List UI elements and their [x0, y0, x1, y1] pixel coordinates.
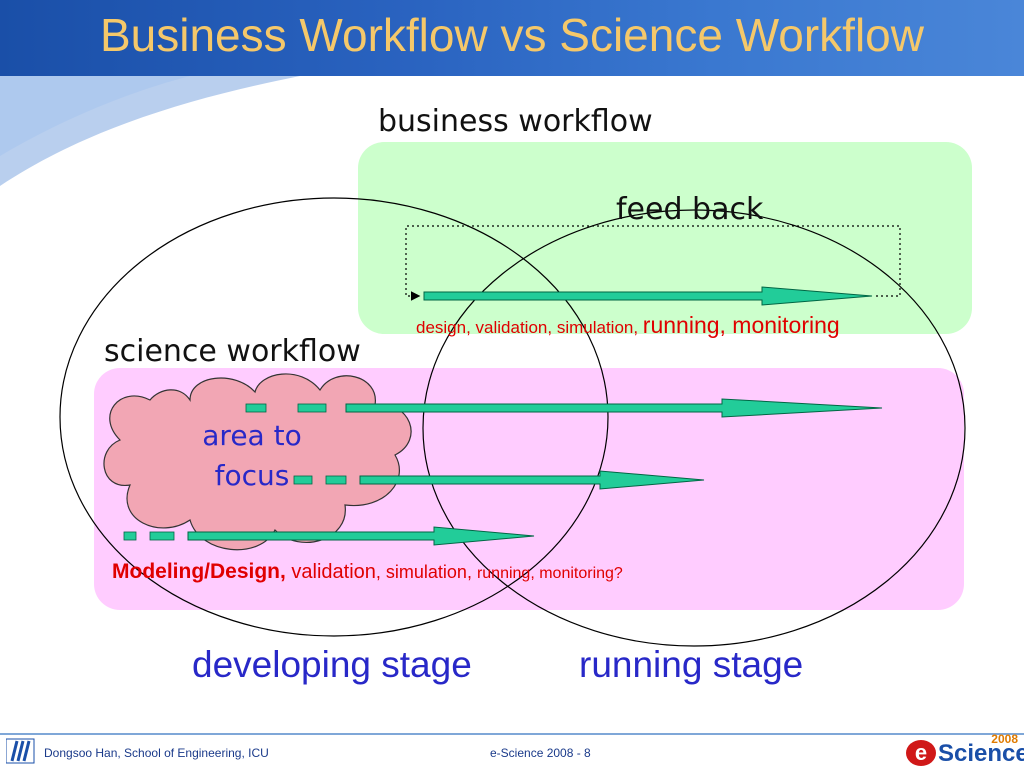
science-arrow-top [245, 398, 883, 418]
footer-page-number: e-Science 2008 - 8 [490, 746, 591, 760]
business-steps-line: design, validation, simulation, running,… [416, 312, 840, 339]
science-steps-running: running, monitoring? [476, 565, 623, 582]
science-steps-validation: validation [285, 561, 376, 583]
decorative-swoosh [0, 76, 300, 186]
business-workflow-box [358, 142, 972, 334]
feedback-loop [405, 225, 901, 301]
science-arrow-middle [293, 470, 705, 490]
brand-year: 2008 [991, 732, 1018, 746]
brand-word: Science [938, 740, 1024, 767]
science-steps-modeling: Modeling/Design, [112, 560, 286, 583]
business-workflow-label: business workflow [378, 104, 653, 139]
running-stage-label: running stage [579, 644, 804, 685]
science-arrow-bottom [123, 526, 535, 546]
business-arrow [423, 286, 873, 306]
science-workflow-label: science workflow [104, 334, 361, 369]
footer-author: Dongsoo Han, School of Engineering, ICU [44, 746, 269, 760]
footer-divider [0, 733, 1024, 735]
focus-cloud [103, 373, 412, 551]
feedback-label: feed back [616, 192, 764, 227]
business-steps-design: design, validation, simulation, [416, 318, 643, 337]
science-steps-line: Modeling/Design, validation, simulation,… [112, 560, 623, 584]
business-steps-running: running, monitoring [642, 312, 840, 338]
slide-title: Business Workflow vs Science Workflow [99, 9, 924, 61]
brand-e-icon: e [906, 740, 936, 766]
title-bar [0, 0, 1024, 76]
escience-2008-logo: 2008 e Science [906, 732, 1024, 768]
developing-stage-ellipse [59, 197, 609, 637]
area-to-focus-label: area to focus [202, 419, 302, 492]
developing-stage-label: developing stage [192, 644, 472, 685]
icu-logo-icon [6, 738, 35, 764]
running-stage-ellipse [422, 209, 966, 647]
science-steps-simulation: , simulation, [375, 562, 477, 582]
